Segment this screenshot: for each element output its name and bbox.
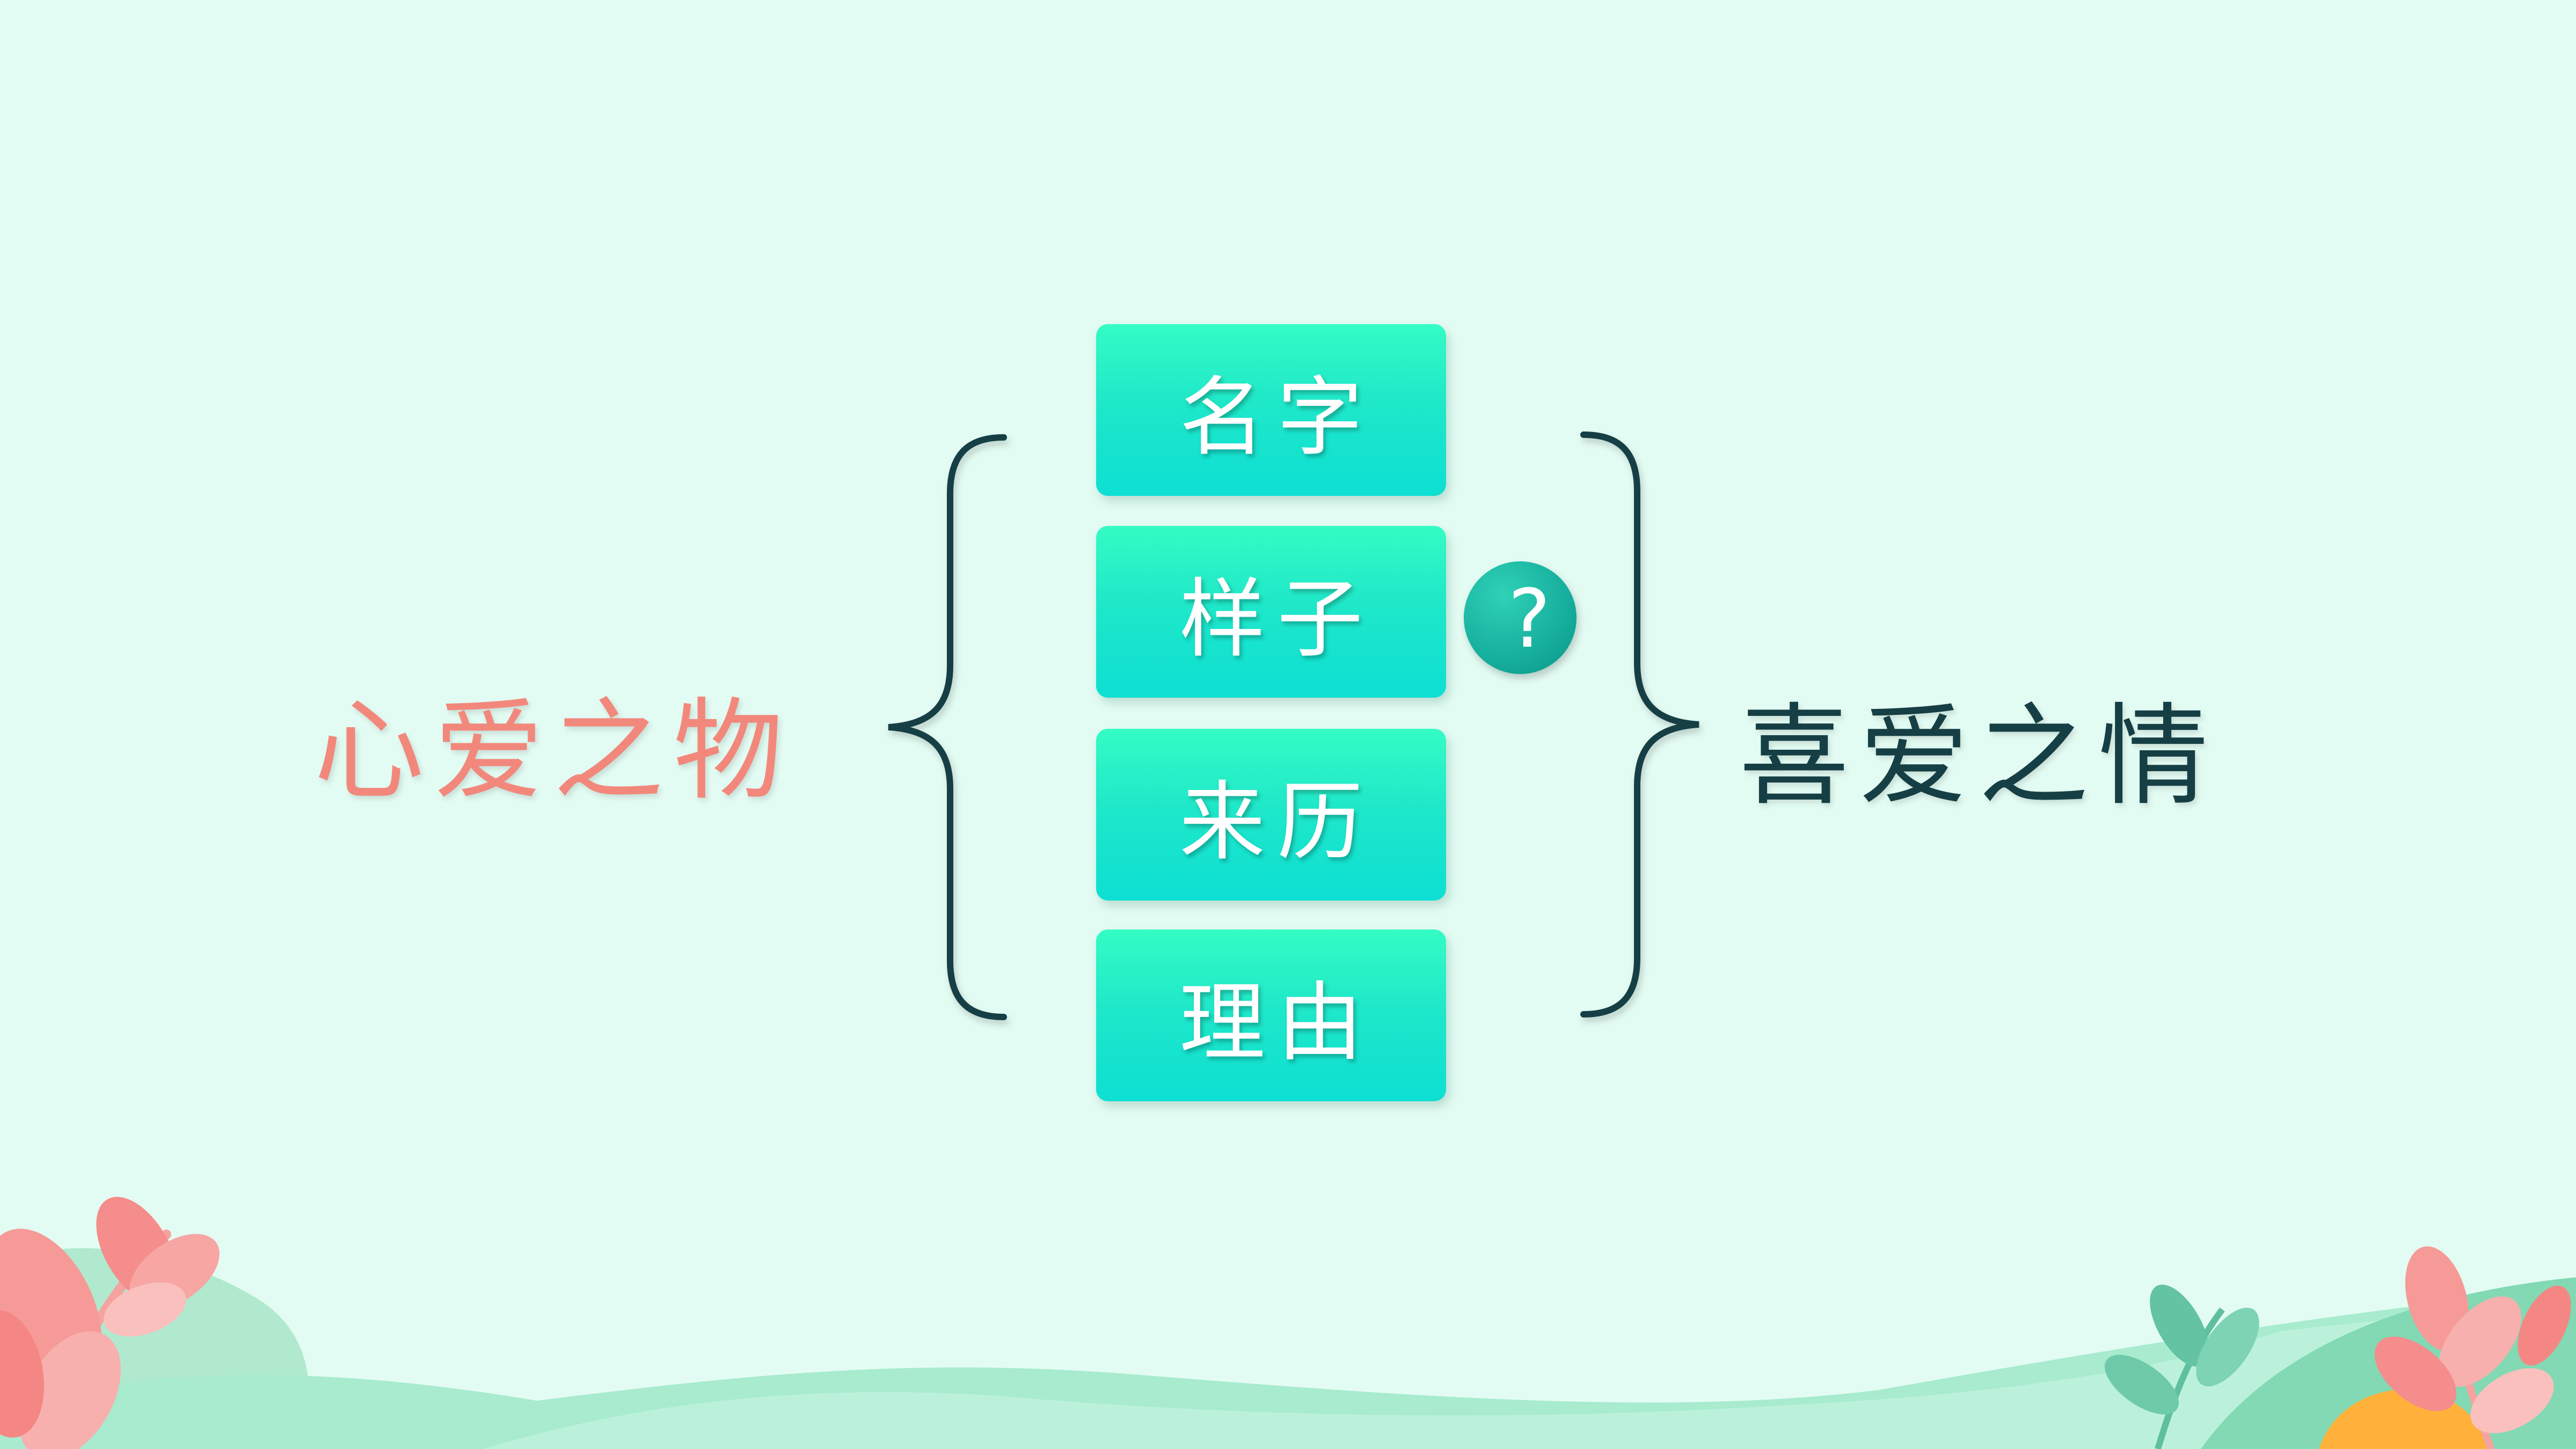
left-label: 心爱之物 xyxy=(314,687,793,815)
item-label: 来历 xyxy=(1179,772,1375,872)
item-label: 理由 xyxy=(1179,972,1375,1073)
item-box-reason: 理由 xyxy=(1096,930,1446,1101)
leaf-branch-left xyxy=(0,1197,220,1449)
item-label: 名字 xyxy=(1179,367,1375,467)
item-label: 样子 xyxy=(1179,569,1375,669)
item-box-origin: 来历 xyxy=(1096,729,1446,901)
question-mark-icon: ? xyxy=(1464,561,1577,674)
right-label: 喜爱之情 xyxy=(1739,693,2218,821)
left-brace xyxy=(888,434,1007,1020)
right-brace xyxy=(1580,431,1699,1018)
hill-mid xyxy=(483,1299,2576,1449)
item-box-appearance: 样子 xyxy=(1096,526,1446,698)
question-mark-text: ? xyxy=(1508,573,1551,666)
leaf-branch-right-teal xyxy=(2104,1284,2259,1449)
leaf-branch-right-pink xyxy=(2374,1246,2571,1449)
item-box-name: 名字 xyxy=(1096,324,1446,496)
